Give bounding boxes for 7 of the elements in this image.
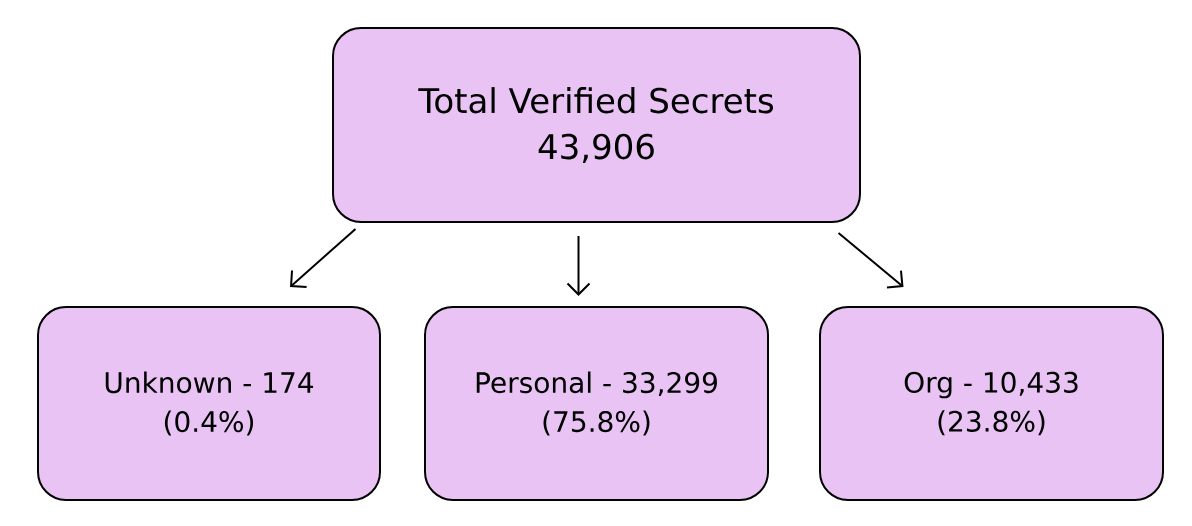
- arrow: [566, 235, 591, 296]
- arrow: [837, 232, 904, 289]
- text-box: Unknown - 174 (0.4%): [37, 306, 381, 501]
- text-box: Org - 10,433 (23.8%): [819, 306, 1164, 501]
- text-box: Total Verified Secrets 43,906: [332, 27, 861, 223]
- text-box: Personal - 33,299 (75.8%): [424, 306, 769, 501]
- arrow: [290, 228, 357, 288]
